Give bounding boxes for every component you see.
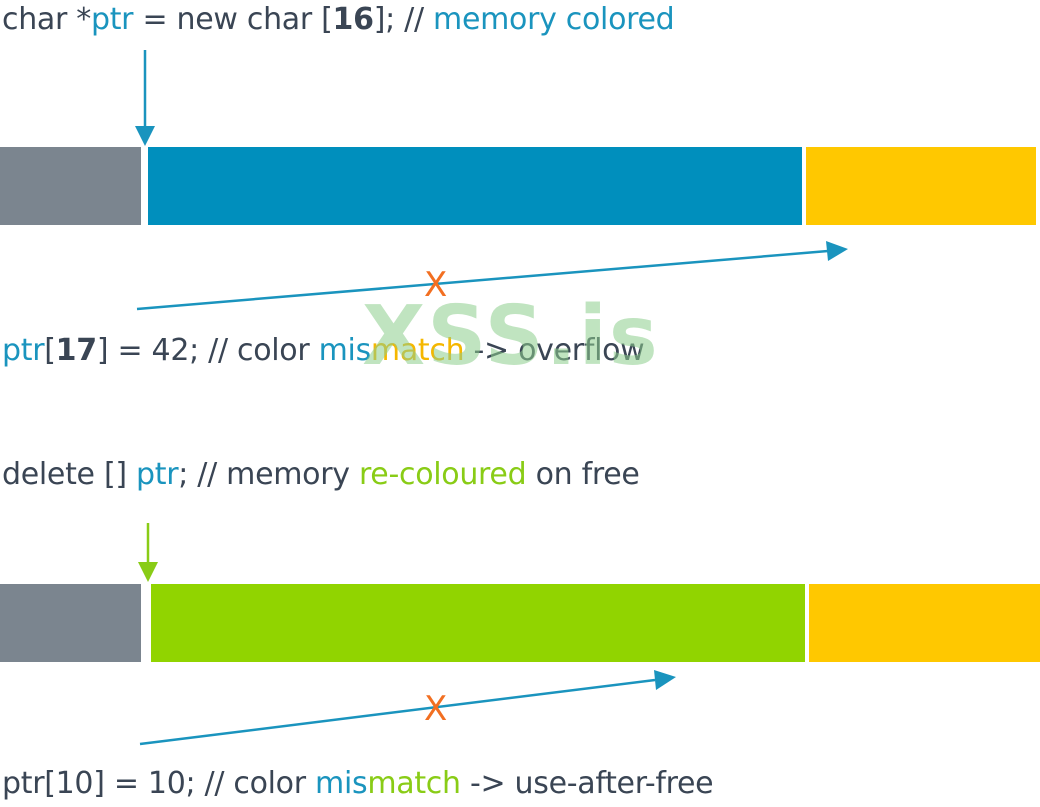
ptr-token: ptr xyxy=(2,333,45,368)
code-text: char * xyxy=(2,2,91,37)
code-text: ]; // xyxy=(373,2,434,37)
guard-block xyxy=(0,584,141,662)
down-arrow-icon xyxy=(135,50,155,146)
code-text: delete [] xyxy=(2,457,136,492)
code-text: -> use-after-free xyxy=(460,766,714,801)
cross-icon: X xyxy=(424,265,448,305)
code-text: [ xyxy=(44,333,56,368)
code-line-overflow: ptr[17] = 42; // color mismatch -> overf… xyxy=(2,333,645,369)
ptr-token: ptr xyxy=(90,2,134,37)
code-text: ptr[10] = 10; // color xyxy=(2,766,316,801)
code-text: = new char [ xyxy=(133,2,333,37)
index-token: 17 xyxy=(55,333,97,368)
code-text: -> overflow xyxy=(464,333,645,368)
code-text: ; // memory xyxy=(178,457,359,492)
mis-highlight: mis xyxy=(318,333,372,368)
mis-highlight: mis xyxy=(315,766,368,801)
redzone-block xyxy=(806,147,1036,225)
cross-icon: X xyxy=(424,689,448,729)
down-arrow-icon xyxy=(138,523,158,582)
comment-highlight: memory colored xyxy=(433,2,675,37)
watermark: XSS.is xyxy=(362,289,660,384)
size-token: 16 xyxy=(332,2,374,37)
ptr-token: ptr xyxy=(136,457,179,492)
guard-block xyxy=(0,147,141,225)
overflow-arrow xyxy=(136,241,848,311)
freed-block xyxy=(151,584,805,662)
code-line-allocation: char *ptr = new char [16]; // memory col… xyxy=(2,2,675,38)
code-text: on free xyxy=(526,457,640,492)
use-after-free-arrow xyxy=(139,670,676,746)
code-line-delete: delete [] ptr; // memory re-coloured on … xyxy=(2,457,640,493)
comment-highlight: re-coloured xyxy=(358,457,527,492)
code-line-use-after-free: ptr[10] = 10; // color mismatch -> use-a… xyxy=(2,766,714,802)
allocated-block xyxy=(148,147,802,225)
match-highlight: match xyxy=(370,333,465,368)
code-text: ] = 42; // color xyxy=(96,333,319,368)
match-highlight: match xyxy=(367,766,461,801)
redzone-block xyxy=(809,584,1040,662)
